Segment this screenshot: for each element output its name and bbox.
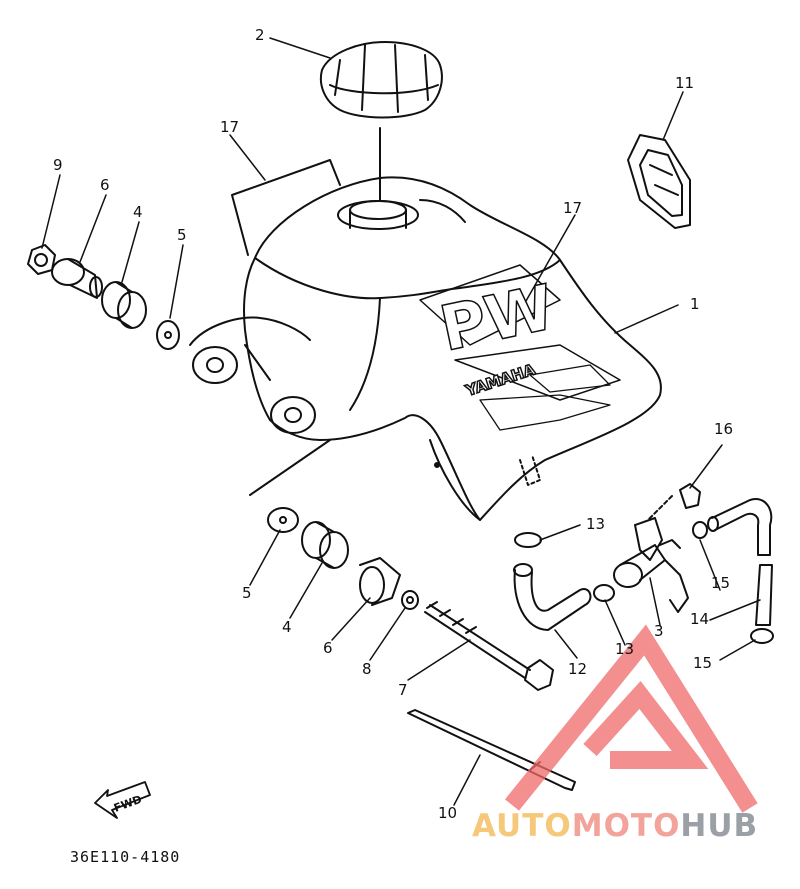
- callout-8: 8: [362, 660, 372, 678]
- callout-12: 12: [568, 660, 588, 678]
- callout-13-top: 13: [586, 515, 606, 533]
- callout-3: 3: [654, 622, 664, 640]
- tank-logo-yamaha: YAMAHA: [463, 360, 538, 400]
- leader-lines: [41, 37, 761, 806]
- callout-6-bottom: 6: [323, 639, 333, 657]
- callout-1: 1: [690, 295, 700, 313]
- fwd-arrow-icon: [94, 781, 151, 819]
- callout-2: 2: [255, 26, 265, 44]
- watermark-logo-icon: [504, 624, 758, 813]
- watermark-moto: MOTO: [571, 808, 681, 844]
- callout-4-bottom: 4: [282, 618, 292, 636]
- fuel-cock: [613, 483, 701, 613]
- callout-7: 7: [398, 681, 408, 699]
- callout-5-bottom: 5: [242, 584, 252, 602]
- callout-4-top: 4: [133, 203, 143, 221]
- fuel-cap: [320, 41, 443, 201]
- diagram-code: 36E110-4180: [70, 848, 181, 866]
- callout-9: 9: [53, 156, 63, 174]
- fuel-hoses: [513, 498, 774, 644]
- callout-5-top: 5: [177, 226, 187, 244]
- callout-10: 10: [438, 804, 458, 822]
- callout-17-left: 17: [220, 118, 240, 136]
- watermark-hub: HUB: [680, 808, 759, 844]
- left-mount-parts: [27, 244, 180, 350]
- callout-17-right: 17: [563, 199, 583, 217]
- tank-logo-pw: PW: [434, 270, 561, 365]
- callout-13-bottom: 13: [615, 640, 635, 658]
- callout-6-top: 6: [100, 176, 110, 194]
- callout-14: 14: [690, 610, 710, 628]
- fwd-label: FWD: [112, 793, 143, 815]
- watermark-auto: AUTO: [472, 808, 572, 844]
- gasket: [627, 134, 691, 229]
- callout-16: 16: [714, 420, 734, 438]
- callout-11: 11: [675, 74, 695, 92]
- callout-15-bottom: 15: [693, 654, 713, 672]
- watermark-text: AUTOMOTOHUB: [472, 808, 758, 844]
- tank-decal-lettering: PW YAMAHA: [433, 270, 561, 401]
- fuel-tank: [189, 159, 662, 521]
- callout-15-top: 15: [711, 574, 731, 592]
- lower-mount-parts: [267, 507, 554, 691]
